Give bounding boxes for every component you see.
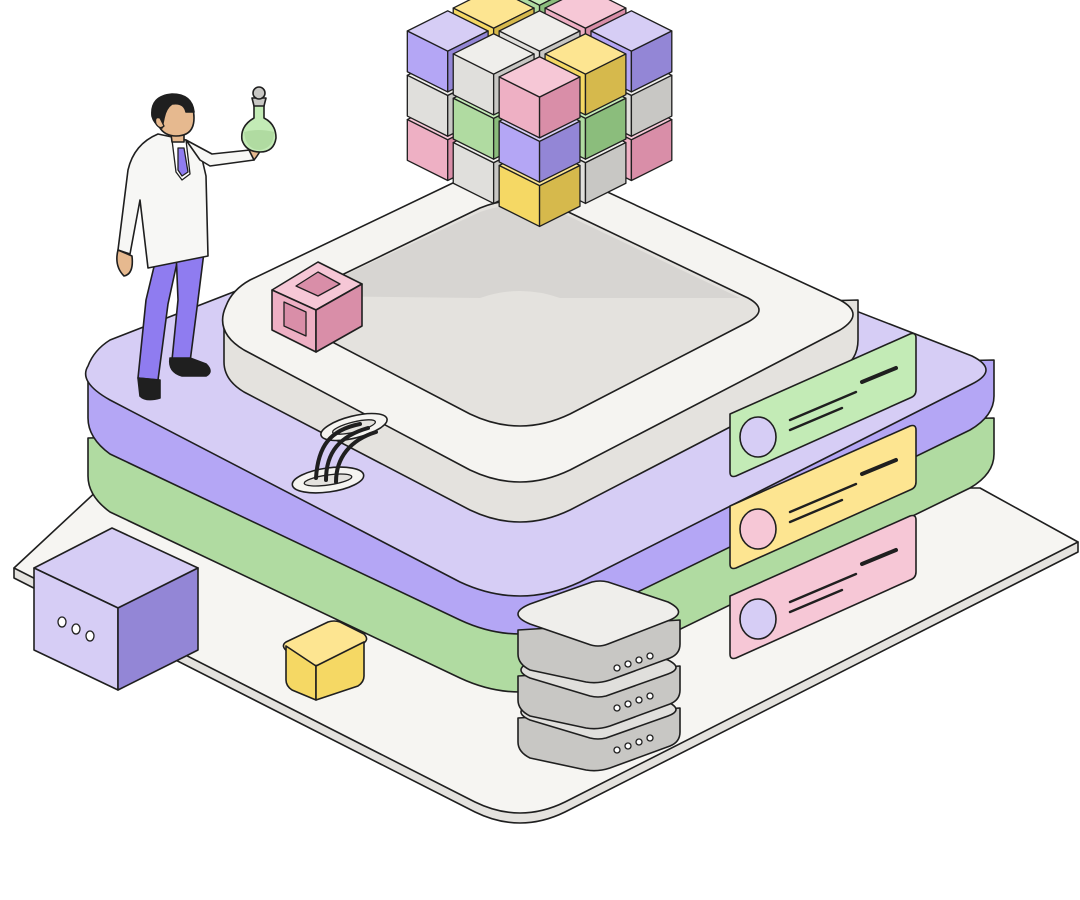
cable-port-icon xyxy=(291,412,388,494)
scientist-figure xyxy=(116,93,269,401)
menu-box-icon xyxy=(33,527,199,691)
hollow-cube-icon xyxy=(271,261,363,353)
inner-platform xyxy=(221,160,859,523)
server-stack-icon xyxy=(517,580,681,772)
yellow-cube-icon xyxy=(282,620,368,701)
message-card-green xyxy=(729,332,917,478)
rubiks-cube-icon xyxy=(406,0,673,228)
message-card-pink xyxy=(729,514,917,660)
message-card-yellow xyxy=(729,424,917,570)
flask-icon xyxy=(240,86,277,153)
